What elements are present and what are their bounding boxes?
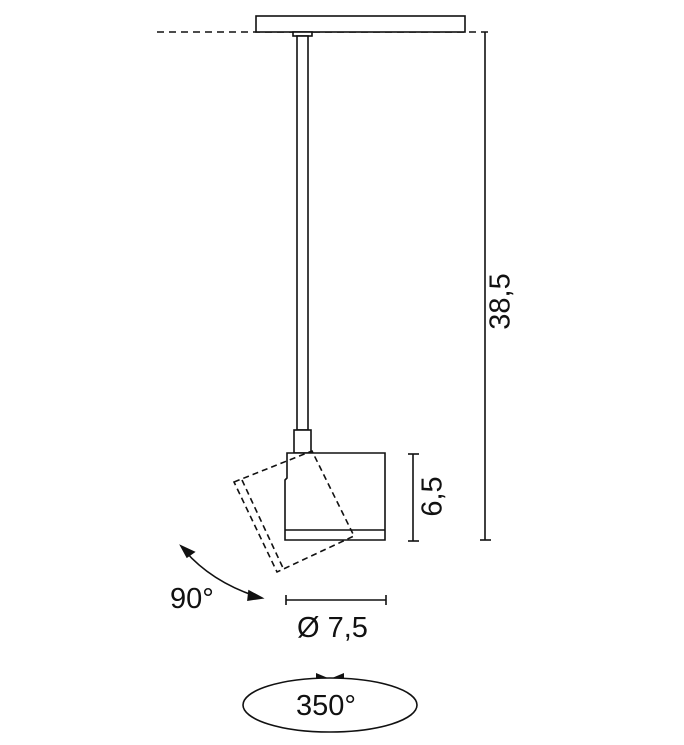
- head-height-dimension: [408, 453, 419, 542]
- diameter-label: Ø 7,5: [297, 612, 368, 644]
- rotation-angle-label: 350°: [296, 690, 356, 722]
- adapter: [293, 429, 312, 454]
- head-height-label: 6,5: [416, 476, 449, 517]
- total-height-dimension: [480, 32, 491, 541]
- stem: [296, 35, 309, 431]
- tilt-angle-label: 90°: [170, 583, 214, 615]
- rotation-ellipse-icon: [242, 673, 418, 733]
- tilt-arrow-icon: [179, 544, 265, 601]
- canopy: [255, 15, 466, 33]
- tilted-head-outline: [232, 449, 356, 574]
- total-height-label: 38,5: [484, 273, 517, 330]
- diameter-dimension: [285, 595, 387, 605]
